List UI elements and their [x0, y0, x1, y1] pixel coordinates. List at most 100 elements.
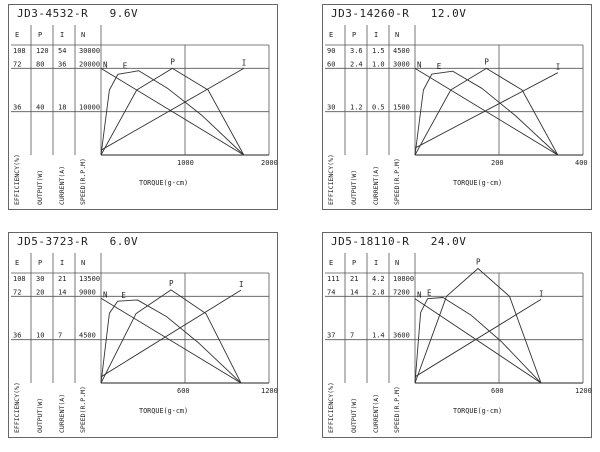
y-tick-label: 1500 [393, 104, 410, 112]
y-tick-label: 36 [13, 332, 21, 340]
y-tick-label: 1.2 [350, 104, 363, 112]
y-tick-label: 72 [13, 288, 21, 296]
axis-label-n: SPEED(R.P.M) [393, 386, 401, 433]
x-axis-label: TORQUE(g-cm) [139, 179, 188, 187]
axis-label-p: OUTPUT(W) [36, 398, 44, 433]
motor-chart-plot: E1117437EFFICIENCY(%)P21147OUTPUT(W)I4.2… [325, 253, 592, 433]
column-header-p: P [352, 259, 356, 267]
x-tick-label: 1000 [177, 159, 194, 167]
series-curve-e [414, 70, 559, 156]
y-tick-label: 37 [327, 332, 335, 340]
axis-label-p: OUTPUT(W) [350, 170, 358, 205]
curve-label-i: I [556, 63, 561, 72]
curve-label-n: N [417, 60, 422, 69]
axis-label-n: SPEED(R.P.M) [79, 386, 87, 433]
column-header-n: N [81, 31, 85, 39]
y-tick-label: 30 [327, 104, 335, 112]
y-tick-label: 74 [327, 288, 335, 296]
x-tick-label: 600 [177, 387, 190, 395]
series-curve-e [100, 70, 245, 156]
y-tick-label: 90 [327, 47, 335, 55]
column-header-n: N [81, 259, 85, 267]
curve-label-i: I [539, 289, 544, 298]
y-tick-label: 9000 [79, 288, 96, 296]
series-curve-p [414, 67, 559, 156]
axis-label-n: SPEED(R.P.M) [79, 158, 87, 205]
x-tick-label: 1200 [261, 387, 278, 395]
axis-label-i: CURRENT(A) [372, 394, 380, 433]
y-tick-label: 13500 [79, 275, 100, 283]
motor-chart-plot: E906030EFFICIENCY(%)P3.62.41.2OUTPUT(W)I… [325, 25, 588, 205]
motor-chart-title: JD3-14260-R 12.0V [331, 7, 467, 20]
curve-label-e: E [121, 291, 126, 300]
x-axis-label: TORQUE(g-cm) [453, 407, 502, 415]
y-tick-label: 7200 [393, 288, 410, 296]
y-tick-label: 4.2 [372, 275, 385, 283]
series-curve-n [100, 297, 242, 384]
y-tick-label: 36 [13, 104, 21, 112]
y-tick-label: 40 [36, 104, 44, 112]
column-header-p: P [38, 259, 42, 267]
y-tick-label: 108 [13, 47, 26, 55]
series-curve-p [414, 268, 542, 384]
y-tick-label: 1.4 [372, 332, 385, 340]
y-tick-label: 1.0 [372, 60, 385, 68]
y-tick-label: 30000 [79, 47, 100, 55]
y-tick-label: 4500 [393, 47, 410, 55]
curve-label-i: I [239, 280, 244, 289]
column-header-i: I [60, 31, 64, 39]
y-tick-label: 10 [36, 332, 44, 340]
series-curve-i [100, 289, 242, 378]
y-tick-label: 20 [36, 288, 44, 296]
x-axis-label: TORQUE(g-cm) [139, 407, 188, 415]
series-curve-i [100, 67, 245, 151]
y-tick-label: 111 [327, 275, 340, 283]
axis-label-i: CURRENT(A) [58, 166, 66, 205]
series-curve-p [100, 67, 245, 156]
series-curve-n [100, 67, 245, 156]
curve-label-n: N [103, 60, 108, 69]
series-curve-n [414, 67, 559, 156]
y-tick-label: 21 [350, 275, 358, 283]
x-tick-label: 1200 [575, 387, 592, 395]
y-tick-label: 3600 [393, 332, 410, 340]
y-tick-label: 60 [327, 60, 335, 68]
motor-chart-title: JD5-18110-R 24.0V [331, 235, 467, 248]
axis-label-e: EFFICIENCY(%) [13, 154, 21, 205]
motor-chart-plot: E1087236EFFICIENCY(%)P1208040OUTPUT(W)I5… [11, 25, 278, 205]
y-tick-label: 10800 [393, 275, 414, 283]
y-tick-label: 2.4 [350, 60, 363, 68]
column-header-p: P [352, 31, 356, 39]
series-curve-e [414, 297, 542, 384]
y-tick-label: 4500 [79, 332, 96, 340]
axis-label-p: OUTPUT(W) [350, 398, 358, 433]
curve-label-i: I [242, 58, 247, 67]
x-tick-label: 600 [491, 387, 504, 395]
x-axis-label: TORQUE(g-cm) [453, 179, 502, 187]
column-header-e: E [329, 31, 333, 39]
y-tick-label: 10000 [79, 104, 100, 112]
y-tick-label: 108 [13, 275, 26, 283]
column-header-n: N [395, 31, 399, 39]
axis-label-i: CURRENT(A) [58, 394, 66, 433]
series-curve-p [100, 289, 242, 384]
x-tick-label: 200 [491, 159, 504, 167]
y-tick-label: 54 [58, 47, 66, 55]
curve-label-p: P [484, 57, 489, 66]
y-tick-label: 18 [58, 104, 66, 112]
y-tick-label: 14 [350, 288, 358, 296]
series-curve-n [414, 298, 542, 384]
curve-label-n: N [417, 291, 422, 300]
y-tick-label: 20000 [79, 60, 100, 68]
y-tick-label: 72 [13, 60, 21, 68]
y-tick-label: 120 [36, 47, 49, 55]
curve-label-p: P [476, 257, 481, 266]
motor-chart-plot: E1087236EFFICIENCY(%)P302010OUTPUT(W)I21… [11, 253, 278, 433]
curve-label-p: P [170, 57, 175, 66]
column-header-e: E [15, 31, 19, 39]
curve-label-e: E [437, 62, 442, 71]
